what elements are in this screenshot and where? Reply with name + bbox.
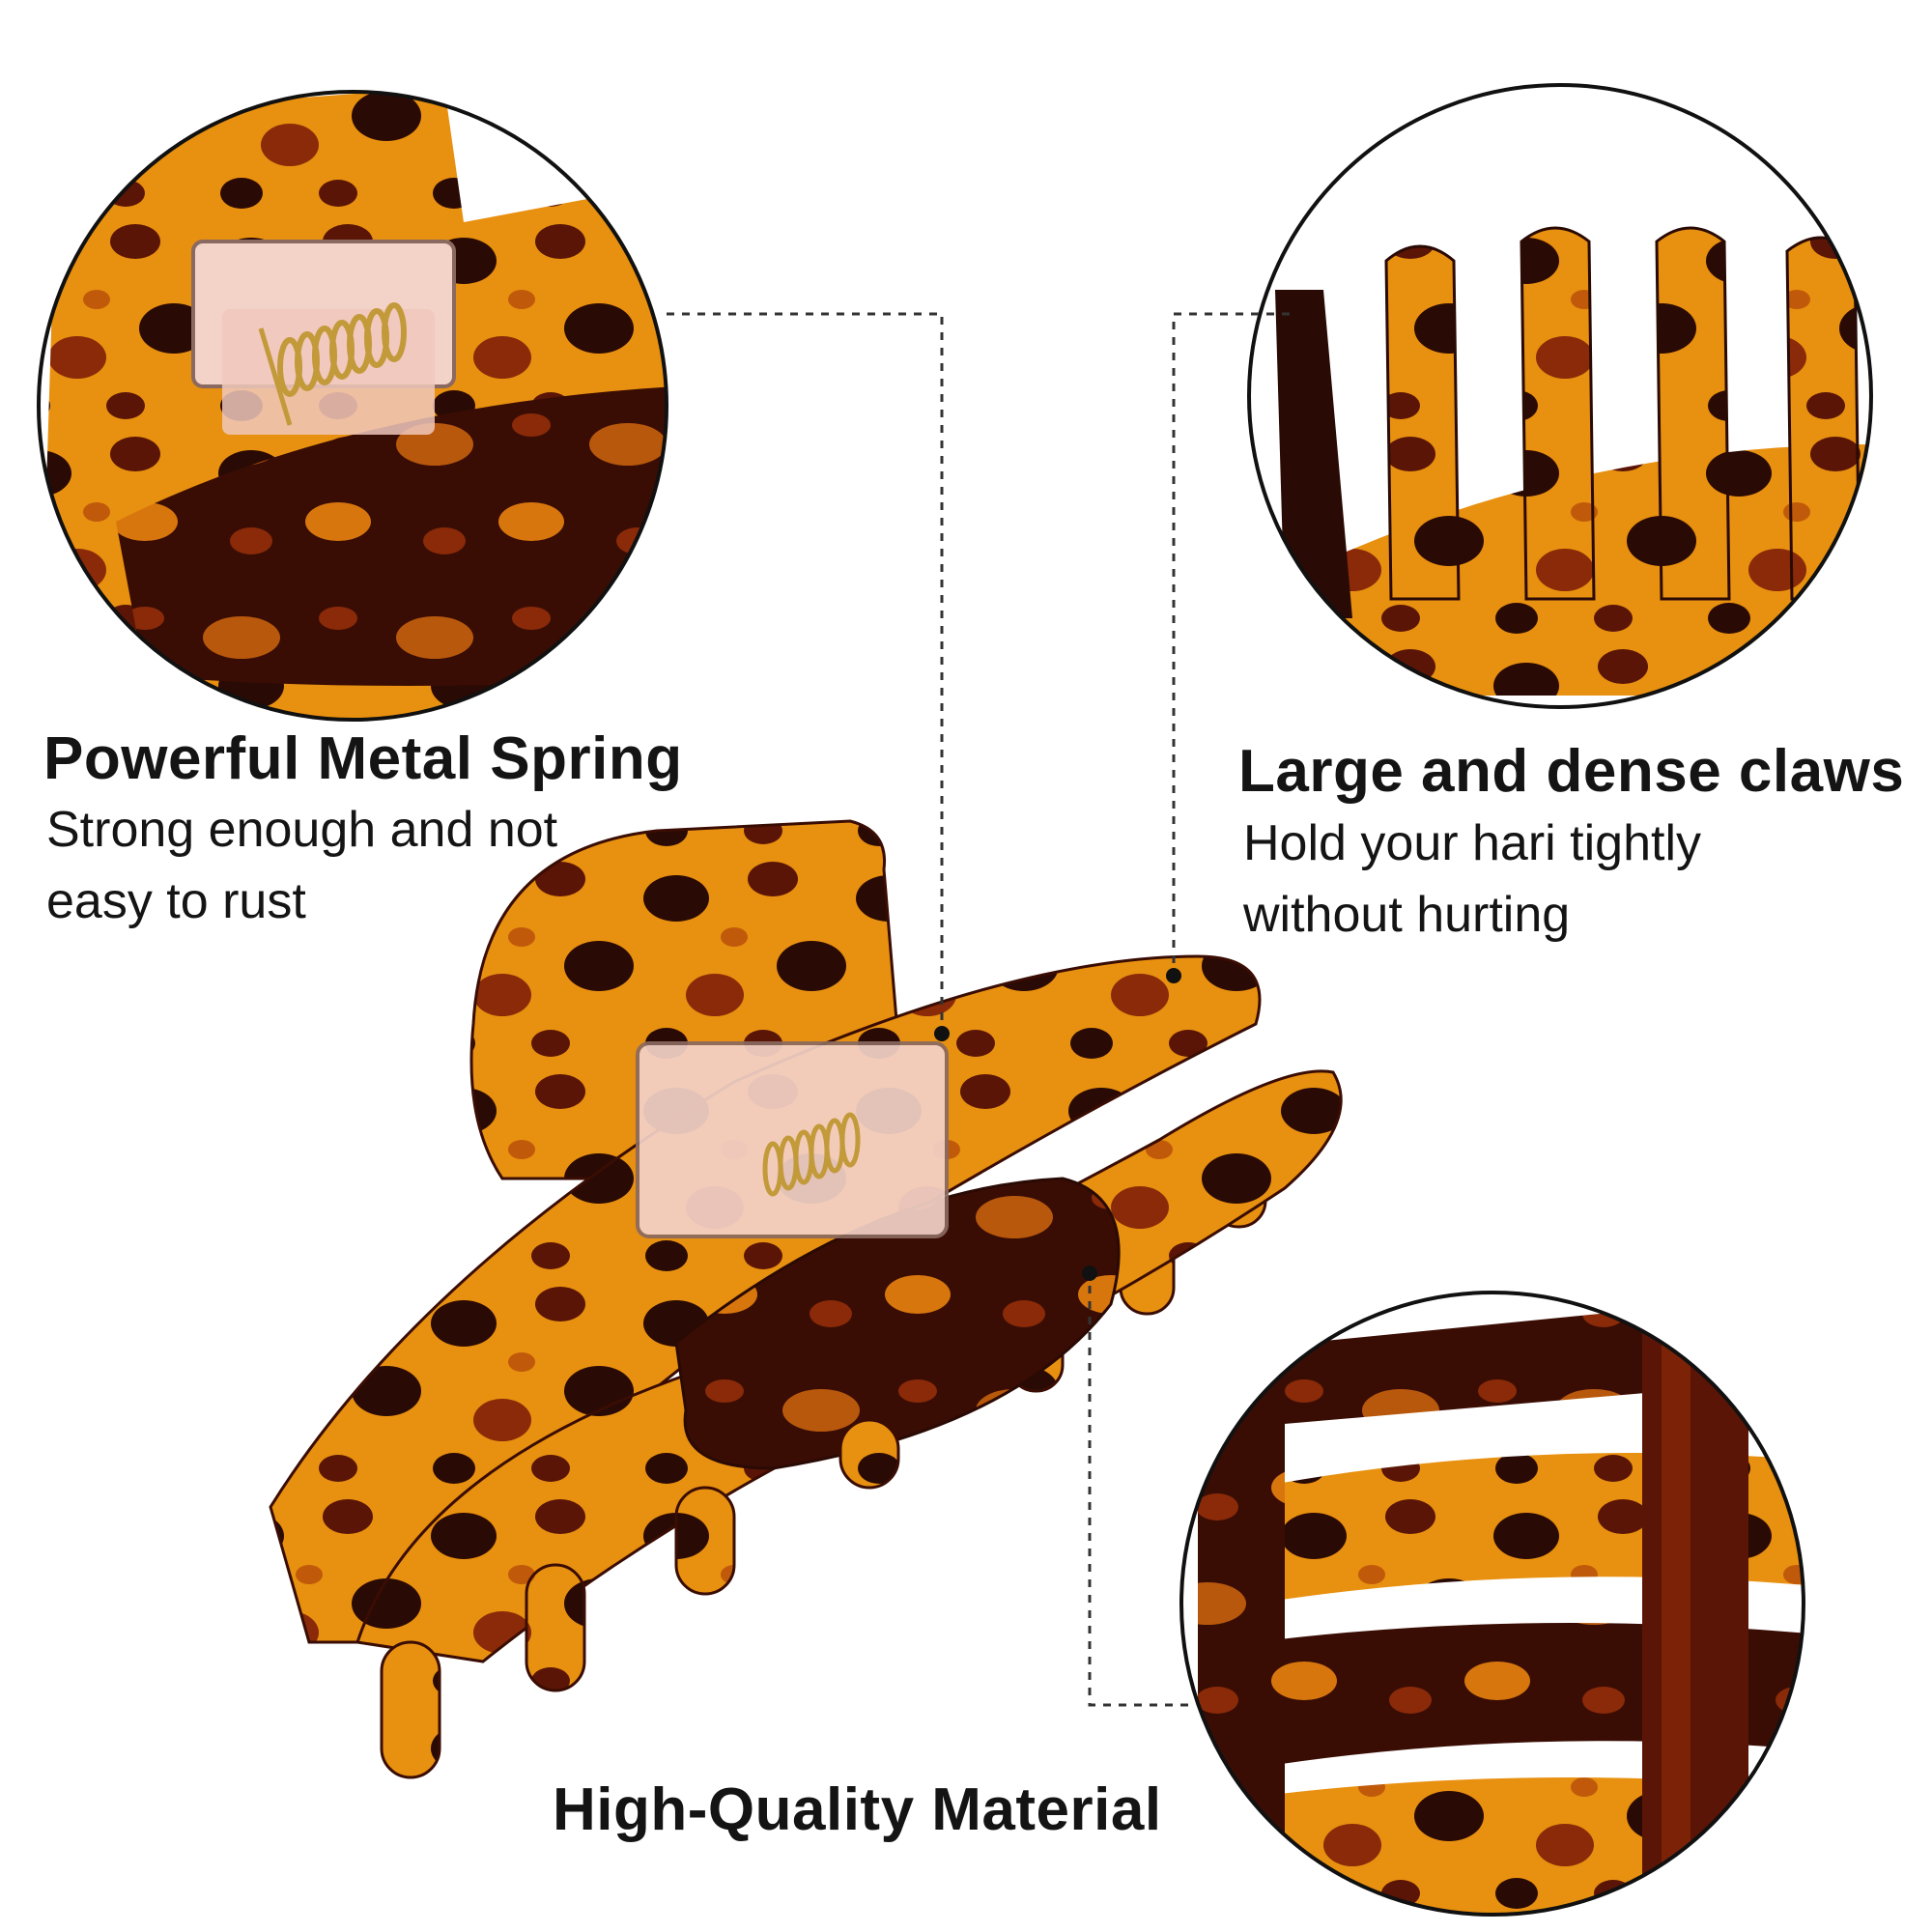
material-feature-title: High-Quality Material bbox=[553, 1776, 1162, 1843]
spring-feature-title: Powerful Metal Spring bbox=[43, 725, 683, 792]
spring-feature-desc-line1: Strong enough and not bbox=[46, 802, 558, 858]
spring-callout-dot bbox=[934, 1026, 950, 1041]
material-callout-dot bbox=[1082, 1265, 1097, 1281]
claw-teeth-icon bbox=[1275, 226, 1861, 618]
claws-feature-desc-line2: without hurting bbox=[1243, 887, 1571, 943]
claws-feature-desc-line1: Hold your hari tightly bbox=[1243, 815, 1701, 871]
callout-lines bbox=[667, 312, 1290, 1707]
claws-callout-dot bbox=[1166, 968, 1181, 983]
claws-closeup-circle bbox=[1247, 83, 1873, 709]
hair-claw-clip bbox=[269, 819, 1343, 1779]
claws-callout-line bbox=[1172, 312, 1290, 976]
spring-feature-desc-line2: easy to rust bbox=[46, 873, 306, 929]
material-closeup-circle bbox=[1179, 1291, 1805, 1917]
metal-spring-icon bbox=[191, 240, 456, 435]
callout-dots bbox=[934, 968, 1181, 1281]
claws-feature-title: Large and dense claws bbox=[1238, 738, 1905, 805]
material-callout-line bbox=[1088, 1273, 1188, 1707]
spring-closeup-circle bbox=[37, 90, 668, 722]
